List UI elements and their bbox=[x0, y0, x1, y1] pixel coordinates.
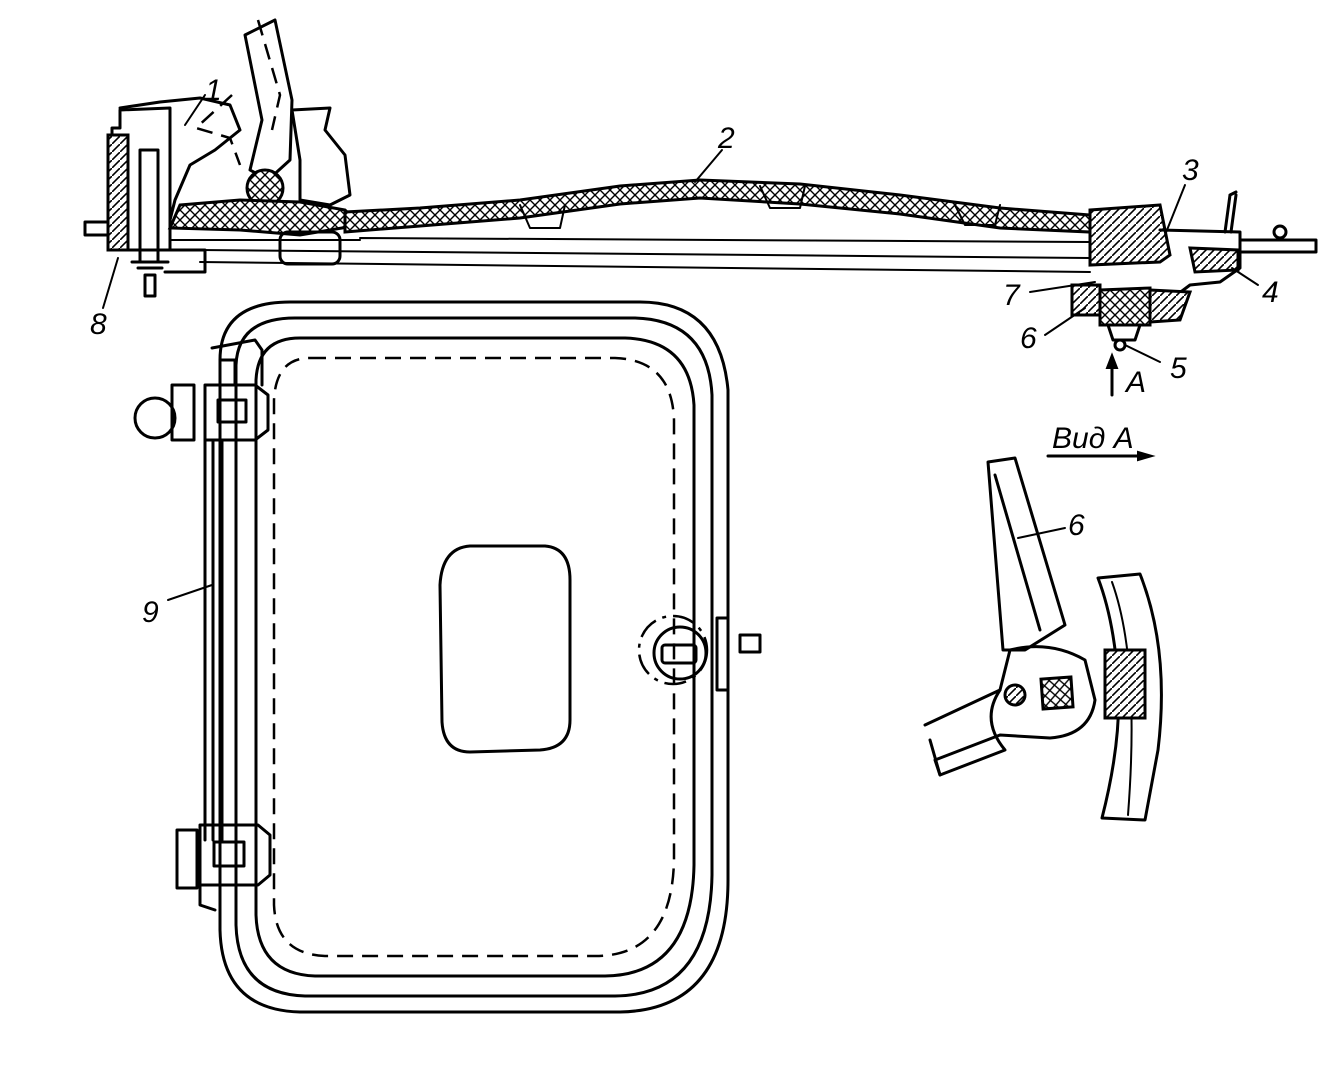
latch-ball bbox=[1113, 338, 1127, 352]
view-keeper-arc bbox=[1096, 572, 1163, 822]
hinge-upper-clip bbox=[210, 338, 264, 387]
leader-7 bbox=[1029, 281, 1096, 293]
hinge-rod bbox=[203, 438, 224, 842]
callout-7: 7 bbox=[1003, 279, 1021, 312]
leader-1 bbox=[184, 94, 206, 126]
latch-nut bbox=[1106, 323, 1142, 342]
callout-2: 2 bbox=[717, 122, 735, 155]
view-a-detail bbox=[923, 450, 1163, 822]
leader-8 bbox=[102, 257, 119, 309]
latch-base bbox=[1070, 283, 1193, 324]
callout-1: 1 bbox=[205, 74, 222, 107]
hinge-lower-mount bbox=[175, 828, 199, 890]
view-lever-arm bbox=[923, 688, 1002, 777]
callout-8: 8 bbox=[90, 308, 107, 341]
hinge-upper-mount bbox=[170, 383, 196, 442]
leader-6 bbox=[1044, 307, 1086, 336]
hinge-upper bbox=[203, 383, 270, 442]
leaders bbox=[102, 94, 1259, 601]
view-title: Вид А bbox=[1052, 422, 1134, 455]
latch-core bbox=[1098, 286, 1152, 327]
lever-bracket bbox=[290, 106, 352, 207]
hinge-lower-slot bbox=[212, 840, 246, 868]
leader-6-view bbox=[1017, 527, 1066, 539]
leader-2 bbox=[694, 149, 723, 183]
callout-3: 3 bbox=[1182, 154, 1199, 187]
cover-window bbox=[438, 544, 572, 754]
leader-5 bbox=[1124, 344, 1161, 363]
frame-inner-1 bbox=[234, 316, 714, 998]
callout-4: 4 bbox=[1262, 276, 1279, 309]
hinge-plate bbox=[163, 248, 207, 274]
roof-flange-right bbox=[1238, 238, 1318, 254]
callout-6-view: 6 bbox=[1068, 509, 1085, 542]
leader-9 bbox=[167, 584, 213, 601]
view-keeper-block bbox=[1103, 648, 1147, 720]
latch-ring bbox=[652, 625, 708, 681]
latch-seal-right bbox=[1188, 246, 1240, 274]
hinge-part-1 bbox=[118, 96, 242, 222]
lever-handle-phantom bbox=[193, 19, 282, 166]
plan-view bbox=[133, 300, 762, 1014]
frame-inner-2 bbox=[254, 336, 696, 978]
hinge-upper-knob bbox=[133, 396, 177, 440]
latch-frame bbox=[1158, 228, 1242, 302]
cover-stiffeners bbox=[519, 185, 1001, 229]
hinge-lower-foot bbox=[198, 883, 217, 912]
view-lever-blade bbox=[986, 456, 1067, 652]
cross-section-view bbox=[83, 18, 1318, 397]
view-title-arrow bbox=[1137, 450, 1156, 462]
hinge-upper-slot bbox=[216, 398, 248, 424]
latch-rod bbox=[1223, 190, 1238, 234]
callout-9: 9 bbox=[142, 596, 159, 629]
hinge-screw bbox=[130, 148, 170, 298]
frame-outer bbox=[218, 300, 730, 1014]
view-arrow-head bbox=[1105, 352, 1119, 369]
view-lever-hub bbox=[933, 645, 1097, 777]
cover-inner-lines bbox=[169, 237, 1091, 273]
latch-slot bbox=[660, 643, 698, 665]
view-arrow-label: A bbox=[1124, 366, 1146, 399]
frame-seal-line bbox=[272, 356, 676, 958]
view-square-shaft bbox=[1039, 675, 1075, 711]
latch-keeper bbox=[715, 616, 762, 692]
view-lever-ridge bbox=[993, 473, 1042, 632]
hinge-bracket-section bbox=[106, 133, 130, 252]
leader-3 bbox=[1164, 184, 1186, 236]
roof-rivet-right bbox=[1272, 224, 1288, 240]
leader-4 bbox=[1231, 267, 1259, 286]
lever-handle bbox=[243, 18, 294, 182]
callout-5: 5 bbox=[1170, 352, 1187, 385]
latch-housing bbox=[1088, 203, 1172, 267]
left-seal-block bbox=[278, 230, 342, 266]
callout-6: 6 bbox=[1020, 322, 1037, 355]
view-lever-pin bbox=[1003, 683, 1027, 707]
